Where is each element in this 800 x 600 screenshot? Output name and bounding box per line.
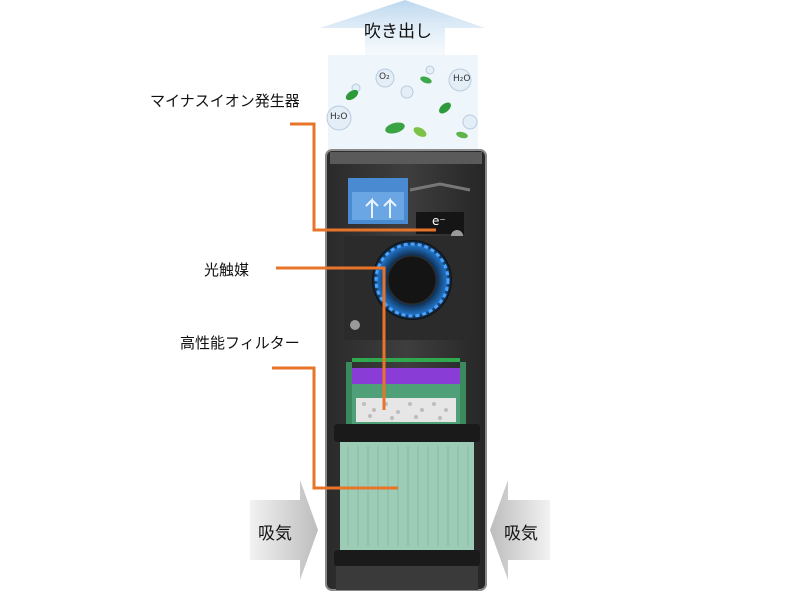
hepa-filter-cap xyxy=(334,424,480,442)
top-grille xyxy=(330,152,482,164)
leader-photocatalyst xyxy=(276,266,386,410)
label-hepa-filter: 高性能フィルター xyxy=(180,334,300,352)
device-base xyxy=(336,566,478,590)
symbol-water-1: H₂O xyxy=(453,74,471,84)
leader-ion-generator xyxy=(290,122,436,232)
symbol-water-2: H₂O xyxy=(330,112,348,122)
symbol-electron: e⁻ xyxy=(432,214,446,228)
leaf-icons xyxy=(345,76,468,139)
leader-lines xyxy=(272,122,436,490)
label-ion-generator: マイナスイオン発生器 xyxy=(150,92,300,110)
outlet-arrow xyxy=(320,0,485,60)
outlet-airflow xyxy=(328,55,478,150)
fan-hub xyxy=(387,255,437,305)
label-outlet: 吹き出し xyxy=(364,22,432,42)
hepa-filter-base xyxy=(334,550,480,566)
intake-arrow-right xyxy=(490,480,550,580)
label-intake-left: 吸気 xyxy=(258,524,292,544)
uv-lamp xyxy=(352,368,460,384)
hepa-filter xyxy=(340,442,474,550)
label-photocatalyst: 光触媒 xyxy=(204,261,250,279)
label-intake-right: 吸気 xyxy=(504,524,538,544)
symbol-oxygen: O₂ xyxy=(379,72,390,82)
leader-hepa-filter xyxy=(272,366,398,490)
intake-arrow-left xyxy=(250,480,318,580)
